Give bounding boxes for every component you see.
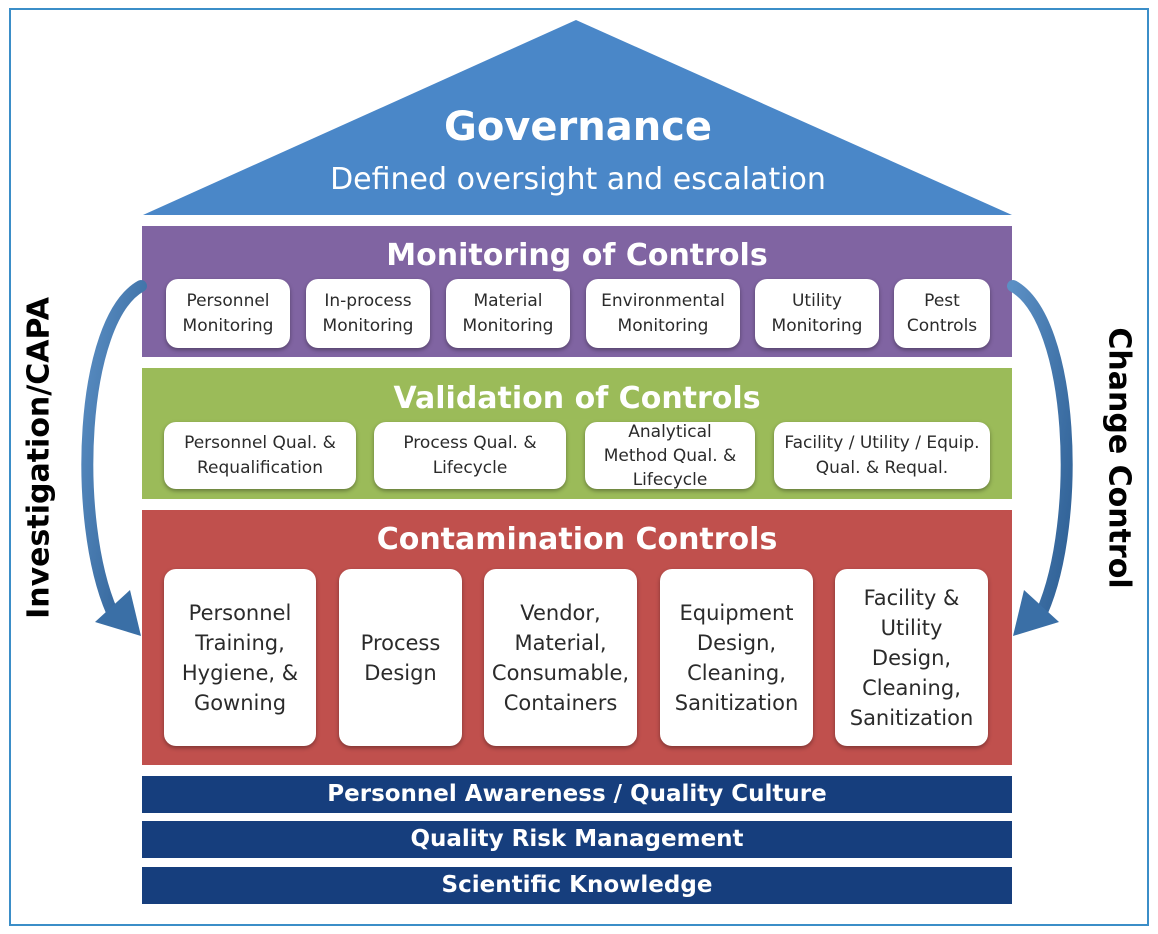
monitoring-title: Monitoring of Controls [386,238,768,273]
investigation-capa-arrow-icon [81,280,147,636]
card-line: Cleaning, [687,660,786,685]
governance-subtitle: Defined oversight and escalation [330,162,826,197]
investigation-capa-label: Investigation/CAPA [21,297,57,619]
foundation-scientific-knowledge: Scientific Knowledge [142,867,1012,904]
card-line: Monitoring [182,315,274,336]
card-line: Lifecycle [432,457,508,478]
card-line: Consumable, [491,660,630,685]
card-line: Method Qual. & [603,445,737,466]
card-line: Monitoring [617,315,709,336]
foundation-risk-management: Quality Risk Management [142,821,1012,858]
card-line: Material, [514,630,607,655]
card-line: Training, [195,630,285,655]
card-line: Personnel [186,290,270,311]
card-personnel-qualification: Personnel Qual. & Requalification [164,422,356,489]
card-line: Environmental [601,290,725,311]
foundation-quality-culture: Personnel Awareness / Quality Culture [142,776,1012,813]
card-line: In-process [324,290,412,311]
card-line: Sanitization [674,690,799,715]
card-line: Monitoring [322,315,414,336]
card-line: Cleaning, [862,675,961,700]
card-line: Material [473,290,543,311]
card-vendor-material: Vendor, Material, Consumable, Containers [484,569,637,746]
card-line: Hygiene, & [181,660,299,685]
card-line: Design, [871,645,952,670]
card-line: Vendor, [520,600,601,625]
change-control-label: Change Control [1101,327,1137,589]
card-line: Monitoring [771,315,863,336]
card-line: Personnel Qual. & [184,432,336,453]
card-line: Equipment [679,600,794,625]
card-line: Pest [924,290,960,311]
governance-roof-shape [143,20,1012,215]
card-line: Monitoring [462,315,554,336]
validation-title: Validation of Controls [393,381,761,416]
card-line: Gowning [193,690,287,715]
card-line: Utility [791,290,842,311]
validation-band: Validation of Controls Personnel Qual. &… [142,368,1012,499]
diagram-frame [9,8,1149,926]
card-line: Utility [880,615,943,640]
card-line: Process [360,630,441,655]
governance-title: Governance [443,104,713,150]
card-line: Process Qual. & [403,432,537,453]
card-line: Design [364,660,437,685]
card-facility-utility-equipment-qualification: Facility / Utility / Equip. Qual. & Requa… [774,422,990,489]
card-line: Design, [696,630,777,655]
card-line: Sanitization [849,705,974,730]
card-line: Requalification [197,457,323,478]
card-line: Analytical [628,421,712,442]
card-line: Facility / Utility / Equip. [784,432,980,453]
card-process-qualification: Process Qual. & Lifecycle [374,422,566,489]
card-line: Lifecycle [632,469,708,490]
card-line: Facility & [863,585,960,610]
card-line: Personnel [188,600,292,625]
card-line: Qual. & Requal. [815,457,949,478]
card-line: Containers [503,690,618,715]
card-line: Controls [906,315,978,336]
change-control-arrow-icon [1007,280,1073,636]
contamination-title: Contamination Controls [376,522,778,557]
